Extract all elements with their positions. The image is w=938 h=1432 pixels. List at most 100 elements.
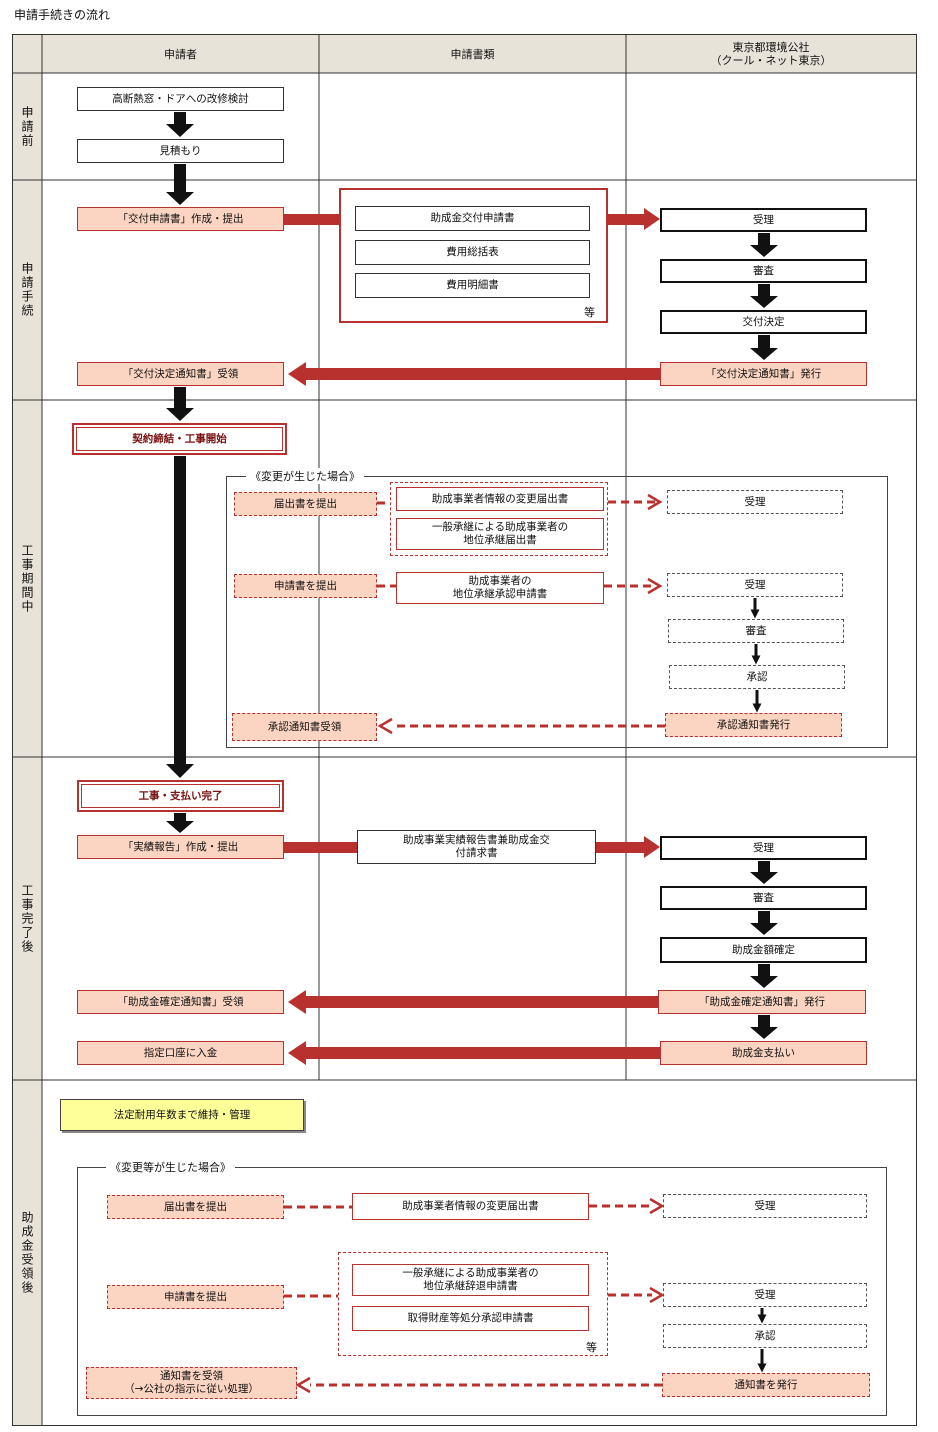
row-label-before: 申請前	[20, 105, 34, 148]
estimate-box: 見積もり	[77, 139, 284, 163]
red-dashed-arrowheads	[295, 493, 665, 1394]
black-down-arrows	[166, 112, 778, 1039]
row-label-application: 申請手続	[20, 262, 34, 318]
arrow-r4-issue-to-payment	[750, 1015, 778, 1039]
arrow-receipt-to-review	[750, 233, 778, 257]
arrow-mitsumori-to-submit	[166, 164, 194, 205]
documents-etc-note: 等	[584, 306, 595, 319]
post-doc-change-notification: 助成事業者情報の変更届出書	[352, 1193, 589, 1220]
row-label-completion: 工事完了後	[20, 883, 34, 954]
doc-succession-approval-line2: 地位承継承認申請書	[452, 588, 548, 600]
approval-box: 承認	[669, 665, 845, 689]
receipt-box: 受理	[660, 208, 867, 232]
header-documents: 申請書類	[450, 47, 495, 61]
header-corporation: 東京都環境公社 （クール・ネット東京）	[626, 35, 916, 73]
arrow-payment-to-deposit	[288, 1041, 660, 1065]
post-receive-notice-line1: 通知書を受領	[160, 1370, 223, 1382]
issue-amount-notice-box: 「助成金確定通知書」発行	[658, 990, 866, 1014]
change-etc-case-label: 《変更等が生じた場合》	[106, 1159, 235, 1175]
doc-succession-approval-application: 助成事業者の 地位承継承認申請書	[396, 572, 604, 604]
flow-table	[12, 34, 917, 1426]
arrow-submit-to-docs	[284, 214, 339, 225]
issue-decision-notice-box: 「交付決定通知書」発行	[660, 362, 867, 386]
doc-performance-report: 助成事業実績報告書兼助成金交 付請求書	[357, 830, 596, 864]
row-label-after-receipt: 助成金受領後	[20, 1210, 34, 1295]
doc-cost-summary: 費用総括表	[355, 240, 590, 265]
red-solid-arrows	[284, 208, 660, 1065]
change-etc-case-group	[77, 1167, 887, 1416]
submit-application-change-box: 申請書を提出	[234, 574, 377, 598]
review-box: 審査	[660, 259, 867, 283]
receive-decision-notice-box: 「交付決定通知書」受領	[77, 362, 284, 386]
contract-start-box: 契約締結・工事開始	[72, 423, 287, 455]
post-application-receipt-box: 受理	[663, 1283, 867, 1307]
doc-performance-report-line1: 助成事業実績報告書兼助成金交	[403, 834, 550, 846]
small-down-arrows	[750, 598, 767, 1373]
doc-grant-application: 助成金交付申請書	[355, 206, 590, 231]
doc-succession-notification-line1: 一般承継による助成事業者の	[431, 521, 569, 533]
arrow-decision-to-issue	[750, 335, 778, 360]
post-receive-notice-line2: （→公社の指示に従い処理）	[124, 1383, 259, 1395]
post-issue-notice-box: 通知書を発行	[662, 1373, 870, 1397]
post-receive-notice-box: 通知書を受領 （→公社の指示に従い処理）	[86, 1367, 297, 1399]
report-receipt-box: 受理	[660, 836, 867, 860]
header-applicant: 申請者	[164, 47, 197, 61]
post-documents-etc-note: 等	[586, 1341, 597, 1354]
arrow-r4-review-to-amount	[750, 911, 778, 935]
report-review-box: 審査	[660, 886, 867, 910]
row-label-construction: 工事期間中	[20, 543, 34, 614]
post-submit-notification-box: 届出書を提出	[107, 1195, 284, 1219]
arrow-review-to-decision	[750, 284, 778, 308]
arrow-issue-to-received	[288, 362, 660, 386]
post-submit-application-box: 申請書を提出	[107, 1285, 284, 1309]
doc-change-notification: 助成事業者情報の変更届出書	[396, 487, 604, 511]
application-documents-group	[339, 188, 608, 323]
post-approval-box: 承認	[663, 1324, 867, 1348]
post-application-documents-group	[338, 1252, 608, 1356]
doc-succession-notification: 一般承継による助成事業者の 地位承継届出書	[396, 518, 604, 550]
maintain-manage-box: 法定耐用年数まで維持・管理	[60, 1099, 304, 1131]
arrow-report-to-doc	[284, 842, 357, 853]
post-notification-receipt-box: 受理	[663, 1194, 867, 1218]
header-row	[13, 35, 916, 73]
receive-approval-notice-box: 承認通知書受領	[232, 713, 377, 741]
header-corporation-line1: 東京都環境公社	[732, 41, 810, 54]
arrow-doc-to-report-receipt	[596, 836, 660, 858]
grant-payment-box: 助成金支払い	[660, 1041, 867, 1065]
approval-receipt-box: 受理	[667, 573, 843, 597]
deposit-account-box: 指定口座に入金	[77, 1041, 284, 1065]
change-case-label: 《変更が生じた場合》	[246, 468, 364, 484]
doc-asset-disposal-approval: 取得財産等処分承認申請書	[352, 1306, 589, 1331]
doc-succession-withdrawal: 一般承継による助成事業者の 地位承継辞退申請書	[352, 1264, 589, 1296]
header-corporation-line2: （クール・ネット東京）	[710, 54, 832, 67]
doc-succession-approval-line1: 助成事業者の	[468, 575, 532, 587]
arrow-r4-receipt-to-review	[750, 861, 778, 884]
arrow-kaishu-to-mitsumori	[166, 112, 194, 137]
submit-application-box: 「交付申請書」作成・提出	[77, 207, 284, 231]
submit-report-box: 「実績報告」作成・提出	[77, 835, 284, 859]
doc-succession-withdrawal-line2: 地位承継辞退申請書	[423, 1280, 518, 1292]
doc-succession-withdrawal-line1: 一般承継による助成事業者の	[402, 1267, 539, 1279]
consider-renovation-box: 高断熱窓・ドアへの改修検討	[77, 87, 284, 111]
stage-column	[13, 73, 42, 1425]
change-case-group	[226, 476, 888, 748]
change-receipt-box: 受理	[667, 490, 843, 514]
doc-cost-details: 費用明細書	[355, 273, 590, 298]
receive-amount-notice-box: 「助成金確定通知書」受領	[77, 990, 284, 1014]
page-title: 申請手続きの流れ	[14, 8, 111, 22]
approval-review-box: 審査	[668, 619, 844, 643]
issue-approval-notice-box: 承認通知書発行	[665, 713, 842, 737]
grant-decision-box: 交付決定	[660, 310, 867, 334]
arrow-r4-amount-to-issue	[750, 964, 778, 988]
arrow-amount-issue-to-received	[288, 990, 658, 1014]
submit-notification-box: 届出書を提出	[234, 492, 377, 516]
arrow-contract-to-complete	[166, 456, 194, 778]
amount-determined-box: 助成金額確定	[660, 937, 867, 963]
construction-complete-box: 工事・支払い完了	[77, 780, 284, 812]
doc-succession-notification-line2: 地位承継届出書	[463, 534, 537, 546]
doc-performance-report-line2: 付請求書	[455, 847, 498, 859]
arrow-complete-to-report	[166, 813, 194, 833]
red-dashed-arrows	[284, 500, 665, 1387]
